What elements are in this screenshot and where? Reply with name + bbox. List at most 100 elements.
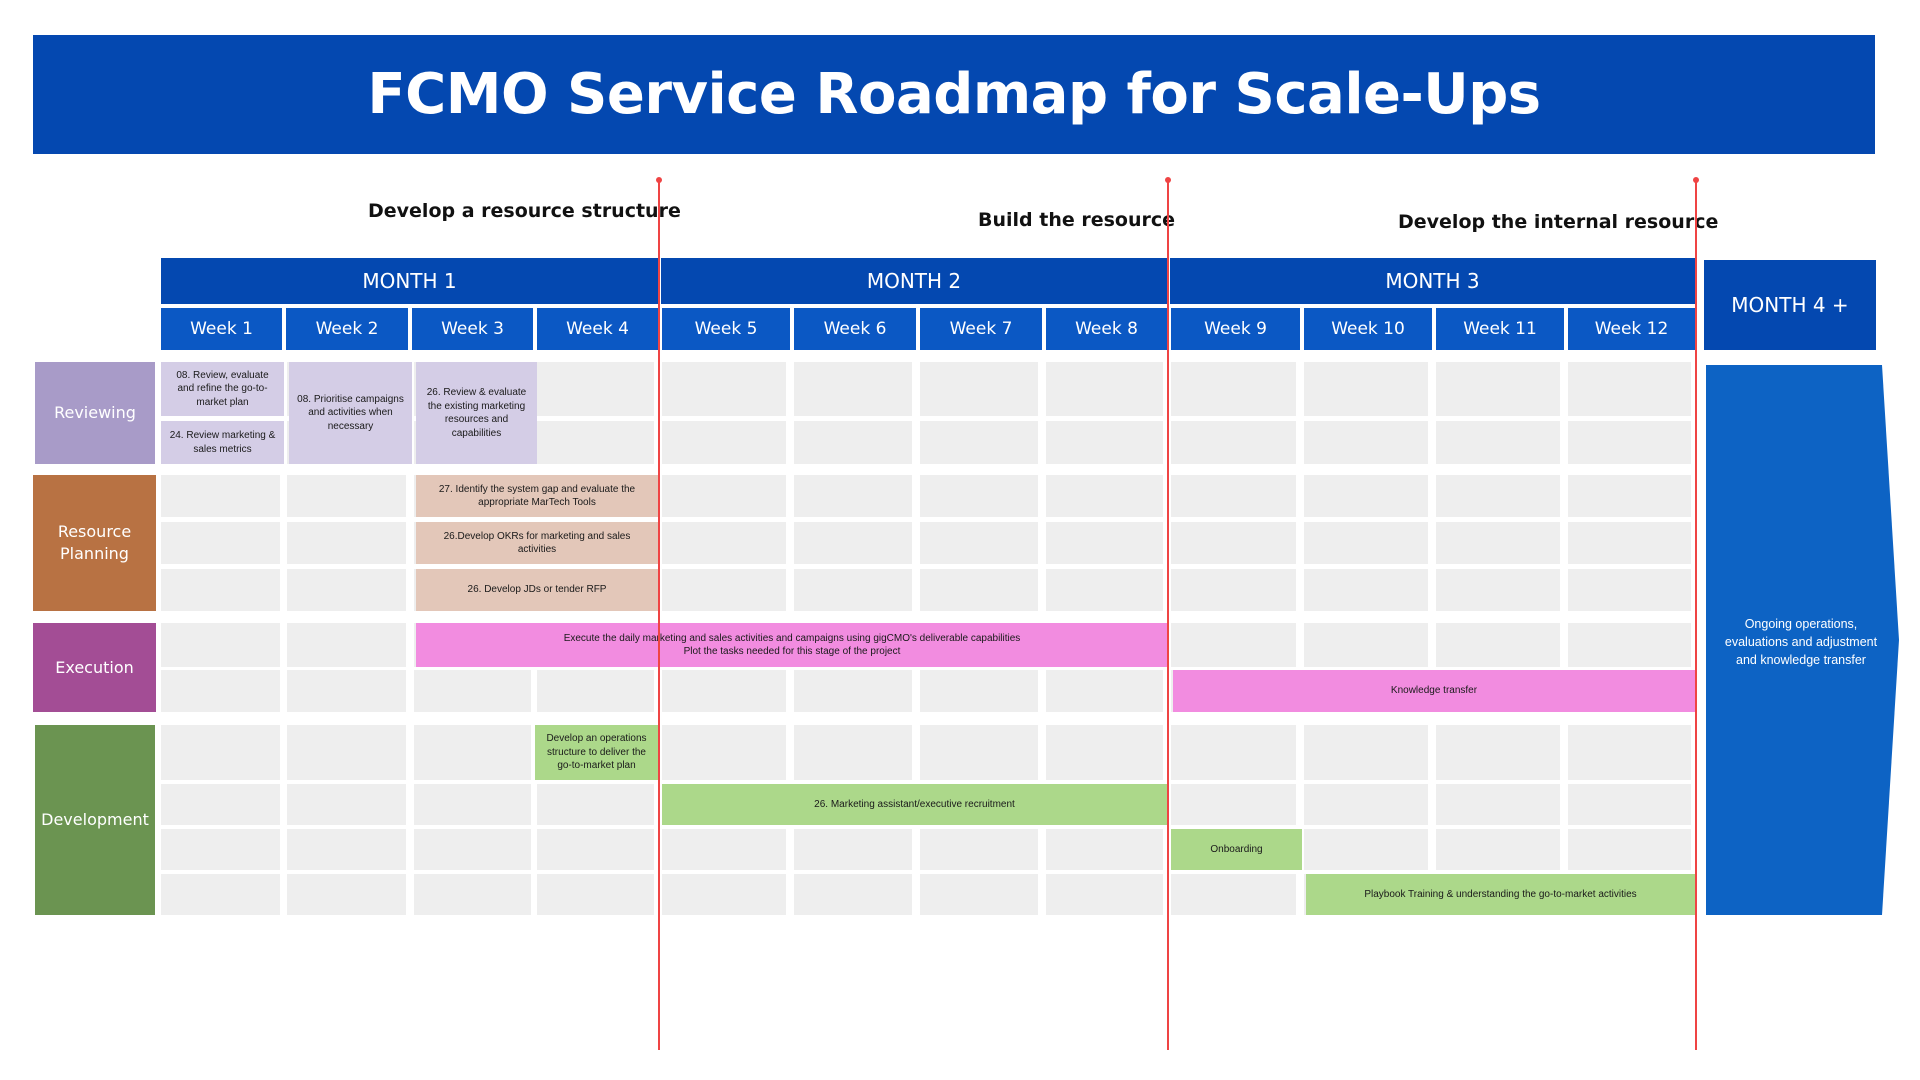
phase-label-internal: Develop the internal resource — [1398, 211, 1719, 233]
grid-cell — [1171, 623, 1296, 667]
grid-cell — [920, 421, 1038, 464]
grid-cell — [662, 569, 786, 611]
week-header-2: Week 2 — [286, 308, 408, 350]
grid-cell — [161, 874, 280, 915]
grid-cell — [794, 829, 912, 870]
grid-cell — [1568, 623, 1691, 667]
grid-cell — [1436, 623, 1560, 667]
grid-cell — [1171, 362, 1296, 416]
month4-panel: Ongoing operations, evaluations and adju… — [1706, 365, 1899, 915]
grid-cell — [1304, 421, 1428, 464]
task-ops-structure: Develop an operations structure to deliv… — [535, 725, 658, 780]
week-header-5: Week 5 — [662, 308, 790, 350]
grid-cell — [287, 522, 406, 564]
grid-cell — [1568, 475, 1691, 517]
grid-cell — [1046, 475, 1163, 517]
grid-cell — [537, 421, 654, 464]
task-review-gtm: 08. Review, evaluate and refine the go-t… — [161, 362, 284, 416]
grid-cell — [537, 874, 654, 915]
week-header-3: Week 3 — [412, 308, 533, 350]
grid-cell — [1304, 725, 1428, 780]
grid-cell — [414, 874, 531, 915]
grid-cell — [1046, 362, 1163, 416]
grid-cell — [1568, 829, 1691, 870]
month-header-2: MONTH 2 — [661, 258, 1167, 304]
month4-arrow-shape — [1706, 365, 1899, 915]
grid-cell — [1436, 784, 1560, 825]
week-header-6: Week 6 — [794, 308, 916, 350]
grid-cell — [1436, 569, 1560, 611]
task-recruitment: 26. Marketing assistant/executive recrui… — [662, 784, 1167, 825]
grid-cell — [1046, 725, 1163, 780]
grid-cell — [1568, 362, 1691, 416]
grid-cell — [920, 725, 1038, 780]
grid-cell — [287, 784, 406, 825]
grid-cell — [794, 670, 912, 712]
task-execute-line-2: Plot the tasks needed for this stage of … — [683, 646, 901, 657]
milestone-line-2 — [1167, 180, 1169, 1050]
grid-cell — [1568, 522, 1691, 564]
grid-cell — [920, 569, 1038, 611]
grid-cell — [1304, 623, 1428, 667]
grid-cell — [662, 725, 786, 780]
grid-cell — [662, 829, 786, 870]
grid-cell — [287, 670, 406, 712]
week-header-11: Week 11 — [1436, 308, 1564, 350]
grid-cell — [287, 569, 406, 611]
grid-cell — [1436, 725, 1560, 780]
grid-cell — [1046, 522, 1163, 564]
grid-cell — [1568, 421, 1691, 464]
grid-cell — [161, 829, 280, 870]
task-okrs: 26.Develop OKRs for marketing and sales … — [416, 522, 658, 564]
grid-cell — [1046, 670, 1163, 712]
grid-cell — [794, 421, 912, 464]
task-review-metrics: 24. Review marketing & sales metrics — [161, 421, 284, 464]
grid-cell — [1171, 569, 1296, 611]
grid-cell — [1436, 829, 1560, 870]
grid-cell — [537, 670, 654, 712]
week-header-4: Week 4 — [537, 308, 658, 350]
grid-cell — [794, 569, 912, 611]
grid-cell — [414, 725, 531, 780]
grid-cell — [1436, 475, 1560, 517]
grid-cell — [794, 362, 912, 416]
grid-cell — [920, 874, 1038, 915]
grid-cell — [287, 475, 406, 517]
grid-cell — [1304, 569, 1428, 611]
grid-cell — [662, 421, 786, 464]
week-header-8: Week 8 — [1046, 308, 1167, 350]
milestone-line-3 — [1695, 180, 1697, 1050]
task-execute-daily: Execute the daily marketing and sales ac… — [416, 623, 1168, 667]
category-execution: Execution — [33, 623, 156, 712]
grid-cell — [537, 829, 654, 870]
grid-cell — [920, 362, 1038, 416]
grid-cell — [662, 522, 786, 564]
grid-cell — [1171, 874, 1296, 915]
grid-cell — [794, 874, 912, 915]
page-title: FCMO Service Roadmap for Scale-Ups — [367, 62, 1541, 127]
week-header-7: Week 7 — [920, 308, 1042, 350]
task-system-gap: 27. Identify the system gap and evaluate… — [416, 475, 658, 517]
milestone-line-1 — [658, 180, 660, 1050]
grid-cell — [1304, 475, 1428, 517]
grid-cell — [1171, 475, 1296, 517]
category-reviewing: Reviewing — [35, 362, 155, 464]
week-header-9: Week 9 — [1171, 308, 1300, 350]
task-onboarding: Onboarding — [1171, 829, 1302, 870]
grid-cell — [920, 829, 1038, 870]
grid-cell — [662, 874, 786, 915]
grid-cell — [662, 670, 786, 712]
grid-cell — [414, 784, 531, 825]
grid-cell — [161, 522, 280, 564]
grid-cell — [161, 725, 280, 780]
grid-cell — [1304, 784, 1428, 825]
grid-cell — [1568, 784, 1691, 825]
week-header-12: Week 12 — [1568, 308, 1695, 350]
grid-cell — [537, 784, 654, 825]
grid-cell — [1171, 725, 1296, 780]
task-knowledge-transfer: Knowledge transfer — [1173, 670, 1695, 712]
grid-cell — [287, 623, 406, 667]
grid-cell — [1568, 725, 1691, 780]
grid-cell — [1304, 522, 1428, 564]
task-playbook: Playbook Training & understanding the go… — [1306, 874, 1695, 915]
